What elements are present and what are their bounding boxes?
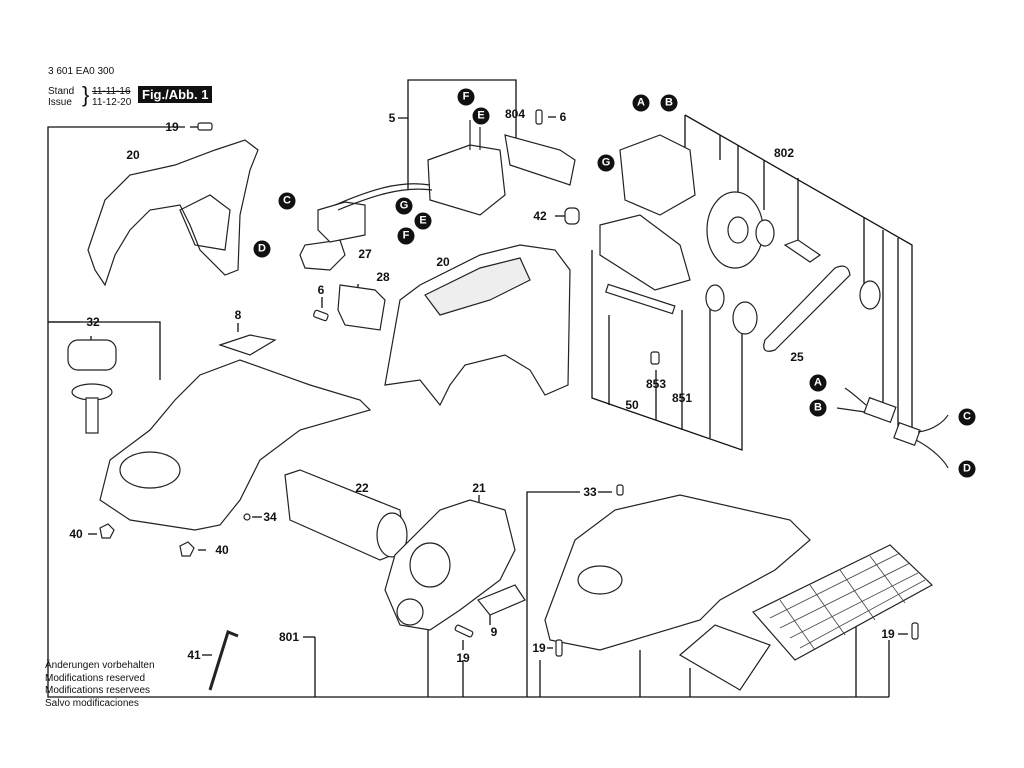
electronic-board: [504, 134, 576, 186]
part-label: 40: [69, 527, 83, 541]
part-label: 33: [583, 485, 597, 499]
part-label: 20: [436, 255, 450, 269]
leader-lines: [47, 79, 913, 698]
part-number: 3 601 EA0 300: [48, 66, 115, 77]
part-label: 19: [532, 641, 546, 655]
depth-knob: [67, 339, 117, 371]
housing-half-left: [87, 139, 259, 287]
connector-marker-D: D: [253, 240, 271, 258]
connector-marker-E: E: [414, 212, 432, 230]
notice-line: Salvo modificaciones: [45, 697, 139, 709]
part-label: 5: [388, 111, 396, 125]
connector-marker-A: A: [809, 374, 827, 392]
part-label: 851: [671, 391, 693, 405]
motor: [619, 134, 696, 216]
drum-armature: [599, 214, 691, 291]
housing-half-handle: [384, 244, 571, 407]
part-label: 804: [504, 107, 526, 121]
cover-28: [337, 284, 386, 331]
notice-line: Modifications reserved: [45, 672, 146, 684]
issue-date: 11-12-20: [92, 97, 132, 108]
pulley: [732, 301, 758, 335]
part-label: 42: [533, 209, 547, 223]
modifications-notice: Änderungen vorbehalten Modifications res…: [45, 660, 155, 710]
part-label: 34: [263, 510, 277, 524]
part-label: 25: [790, 350, 804, 364]
part-label: 22: [355, 481, 369, 495]
part-label: 853: [645, 377, 667, 391]
hex-key: [208, 630, 239, 691]
part-label: 9: [490, 625, 498, 639]
connector-marker-G: G: [597, 154, 615, 172]
part-label: 19: [165, 120, 179, 134]
dates: 11-11-16 11-12-20: [92, 86, 131, 108]
part-label: 50: [625, 398, 639, 412]
notice-line: Modifications reservees: [45, 685, 151, 696]
sole-plate: [752, 544, 934, 661]
connector-marker-B: B: [809, 399, 827, 417]
stand-label: Stand: [48, 86, 75, 97]
screw: [555, 639, 563, 657]
part-label: 20: [126, 148, 140, 162]
part-label: 6: [317, 283, 325, 297]
belt: [763, 265, 851, 352]
switch-27: [299, 239, 346, 271]
part-label: 801: [278, 630, 300, 644]
connector-plug: [863, 396, 897, 424]
connector-marker-E: E: [472, 107, 490, 125]
part-label: 8: [234, 308, 242, 322]
connector-marker-F: F: [397, 227, 415, 245]
part-label: 27: [358, 247, 372, 261]
part-label: 21: [472, 481, 486, 495]
screw: [911, 622, 919, 640]
issue-label: Issue: [48, 97, 72, 108]
part-label: 28: [376, 270, 390, 284]
part-label: 40: [215, 543, 229, 557]
screw: [197, 122, 213, 131]
rear-plate: [678, 624, 771, 691]
part-label: 41: [187, 648, 201, 662]
connector-socket: [893, 421, 921, 447]
part-label: 6: [559, 110, 567, 124]
planer-body: [99, 359, 372, 531]
screw: [454, 624, 474, 638]
stand-date: 11-11-16: [92, 86, 131, 97]
nut: [179, 541, 195, 557]
part-label: 19: [881, 627, 895, 641]
label-9: [477, 584, 526, 616]
connector-marker-C: C: [278, 192, 296, 210]
screw-33: [616, 484, 624, 496]
connector-marker-D: D: [958, 460, 976, 478]
connector-marker-G: G: [395, 197, 413, 215]
screw-853: [650, 351, 660, 365]
nut: [99, 523, 115, 539]
stand-issue-labels: Stand Issue: [48, 86, 74, 108]
label-8: [218, 334, 277, 356]
connector-marker-F: F: [457, 88, 475, 106]
brace: }: [82, 82, 90, 107]
connector-marker-B: B: [660, 94, 678, 112]
blade-851: [605, 283, 676, 315]
pulley: [859, 280, 881, 310]
bearing-42: [564, 207, 580, 225]
bearing: [705, 284, 725, 312]
bearing: [755, 219, 775, 247]
part-label: 19: [456, 651, 470, 665]
figure-label: Fig./Abb. 1: [138, 86, 213, 103]
part-label: 802: [773, 146, 795, 160]
connector-marker-C: C: [958, 408, 976, 426]
notice-line: Änderungen vorbehalten: [45, 660, 155, 671]
switch-module: [427, 144, 506, 216]
connector-marker-A: A: [632, 94, 650, 112]
part-label: 32: [86, 315, 100, 329]
part-drawings: [67, 109, 949, 691]
base-shoe: [544, 494, 811, 651]
